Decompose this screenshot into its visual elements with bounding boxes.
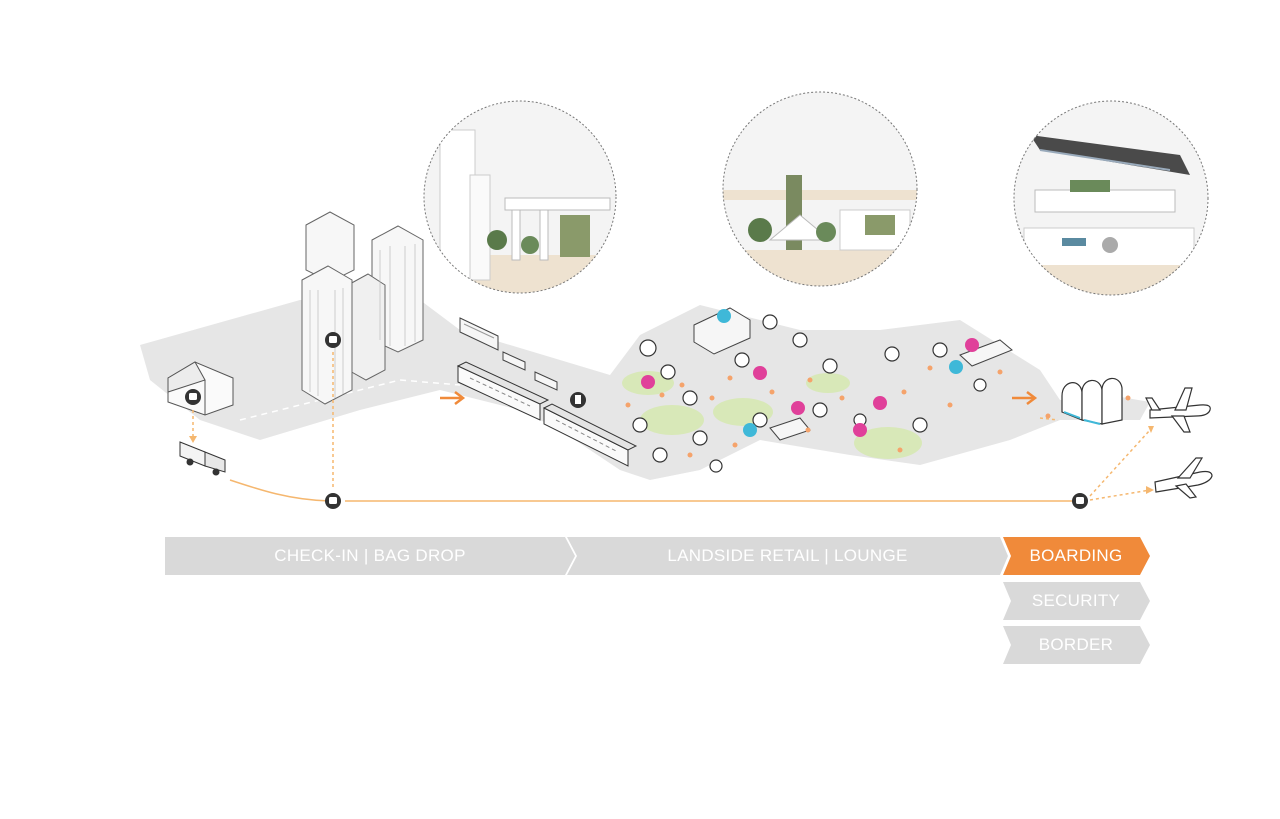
stage-chevron-boarding	[1003, 537, 1150, 575]
people	[625, 365, 1131, 458]
car-icon	[502, 351, 558, 391]
info-pin-icon	[570, 392, 586, 408]
luggage-pin-icon	[1072, 493, 1088, 509]
stage-label-landside: LANDSIDE RETAIL | LOUNGE	[667, 546, 908, 565]
luggage-flow	[192, 352, 1151, 502]
tower-buildings	[301, 211, 424, 405]
vignette-checkin	[423, 100, 617, 294]
truck-icon	[179, 441, 226, 476]
vignette-boarding	[1013, 100, 1209, 296]
train-icon	[456, 361, 638, 467]
airplane-icon	[1145, 387, 1211, 433]
stage-chevron-border	[1003, 626, 1150, 664]
stage-chevron-checkin	[165, 537, 575, 575]
stage-label-boarding: BOARDING	[1029, 546, 1123, 565]
luggage-pin-icon	[185, 389, 201, 405]
airplane-icon	[1154, 457, 1213, 499]
info-pin-icon	[717, 309, 963, 437]
stage-chevron-landside	[567, 537, 1008, 575]
park-trees	[632, 314, 987, 473]
bus-icon	[459, 317, 499, 351]
luggage-pin-icon	[325, 493, 341, 509]
house-icon	[167, 361, 234, 416]
park-lawns	[622, 371, 922, 459]
luggage-pin-icon	[325, 332, 341, 348]
stage-label-security: SECURITY	[1031, 591, 1121, 610]
stage-chevron-security	[1003, 582, 1150, 620]
vignette-retail	[722, 91, 918, 287]
arrow-right-icon	[440, 391, 466, 405]
arrow-right-icon	[1012, 391, 1038, 405]
pavilions	[693, 307, 1013, 441]
boarding-gate	[1061, 377, 1123, 425]
shopping-pin-icon	[641, 338, 979, 437]
stage-label-checkin: CHECK-IN | BAG DROP	[274, 546, 466, 565]
stage-label-border: BORDER	[1038, 635, 1114, 654]
